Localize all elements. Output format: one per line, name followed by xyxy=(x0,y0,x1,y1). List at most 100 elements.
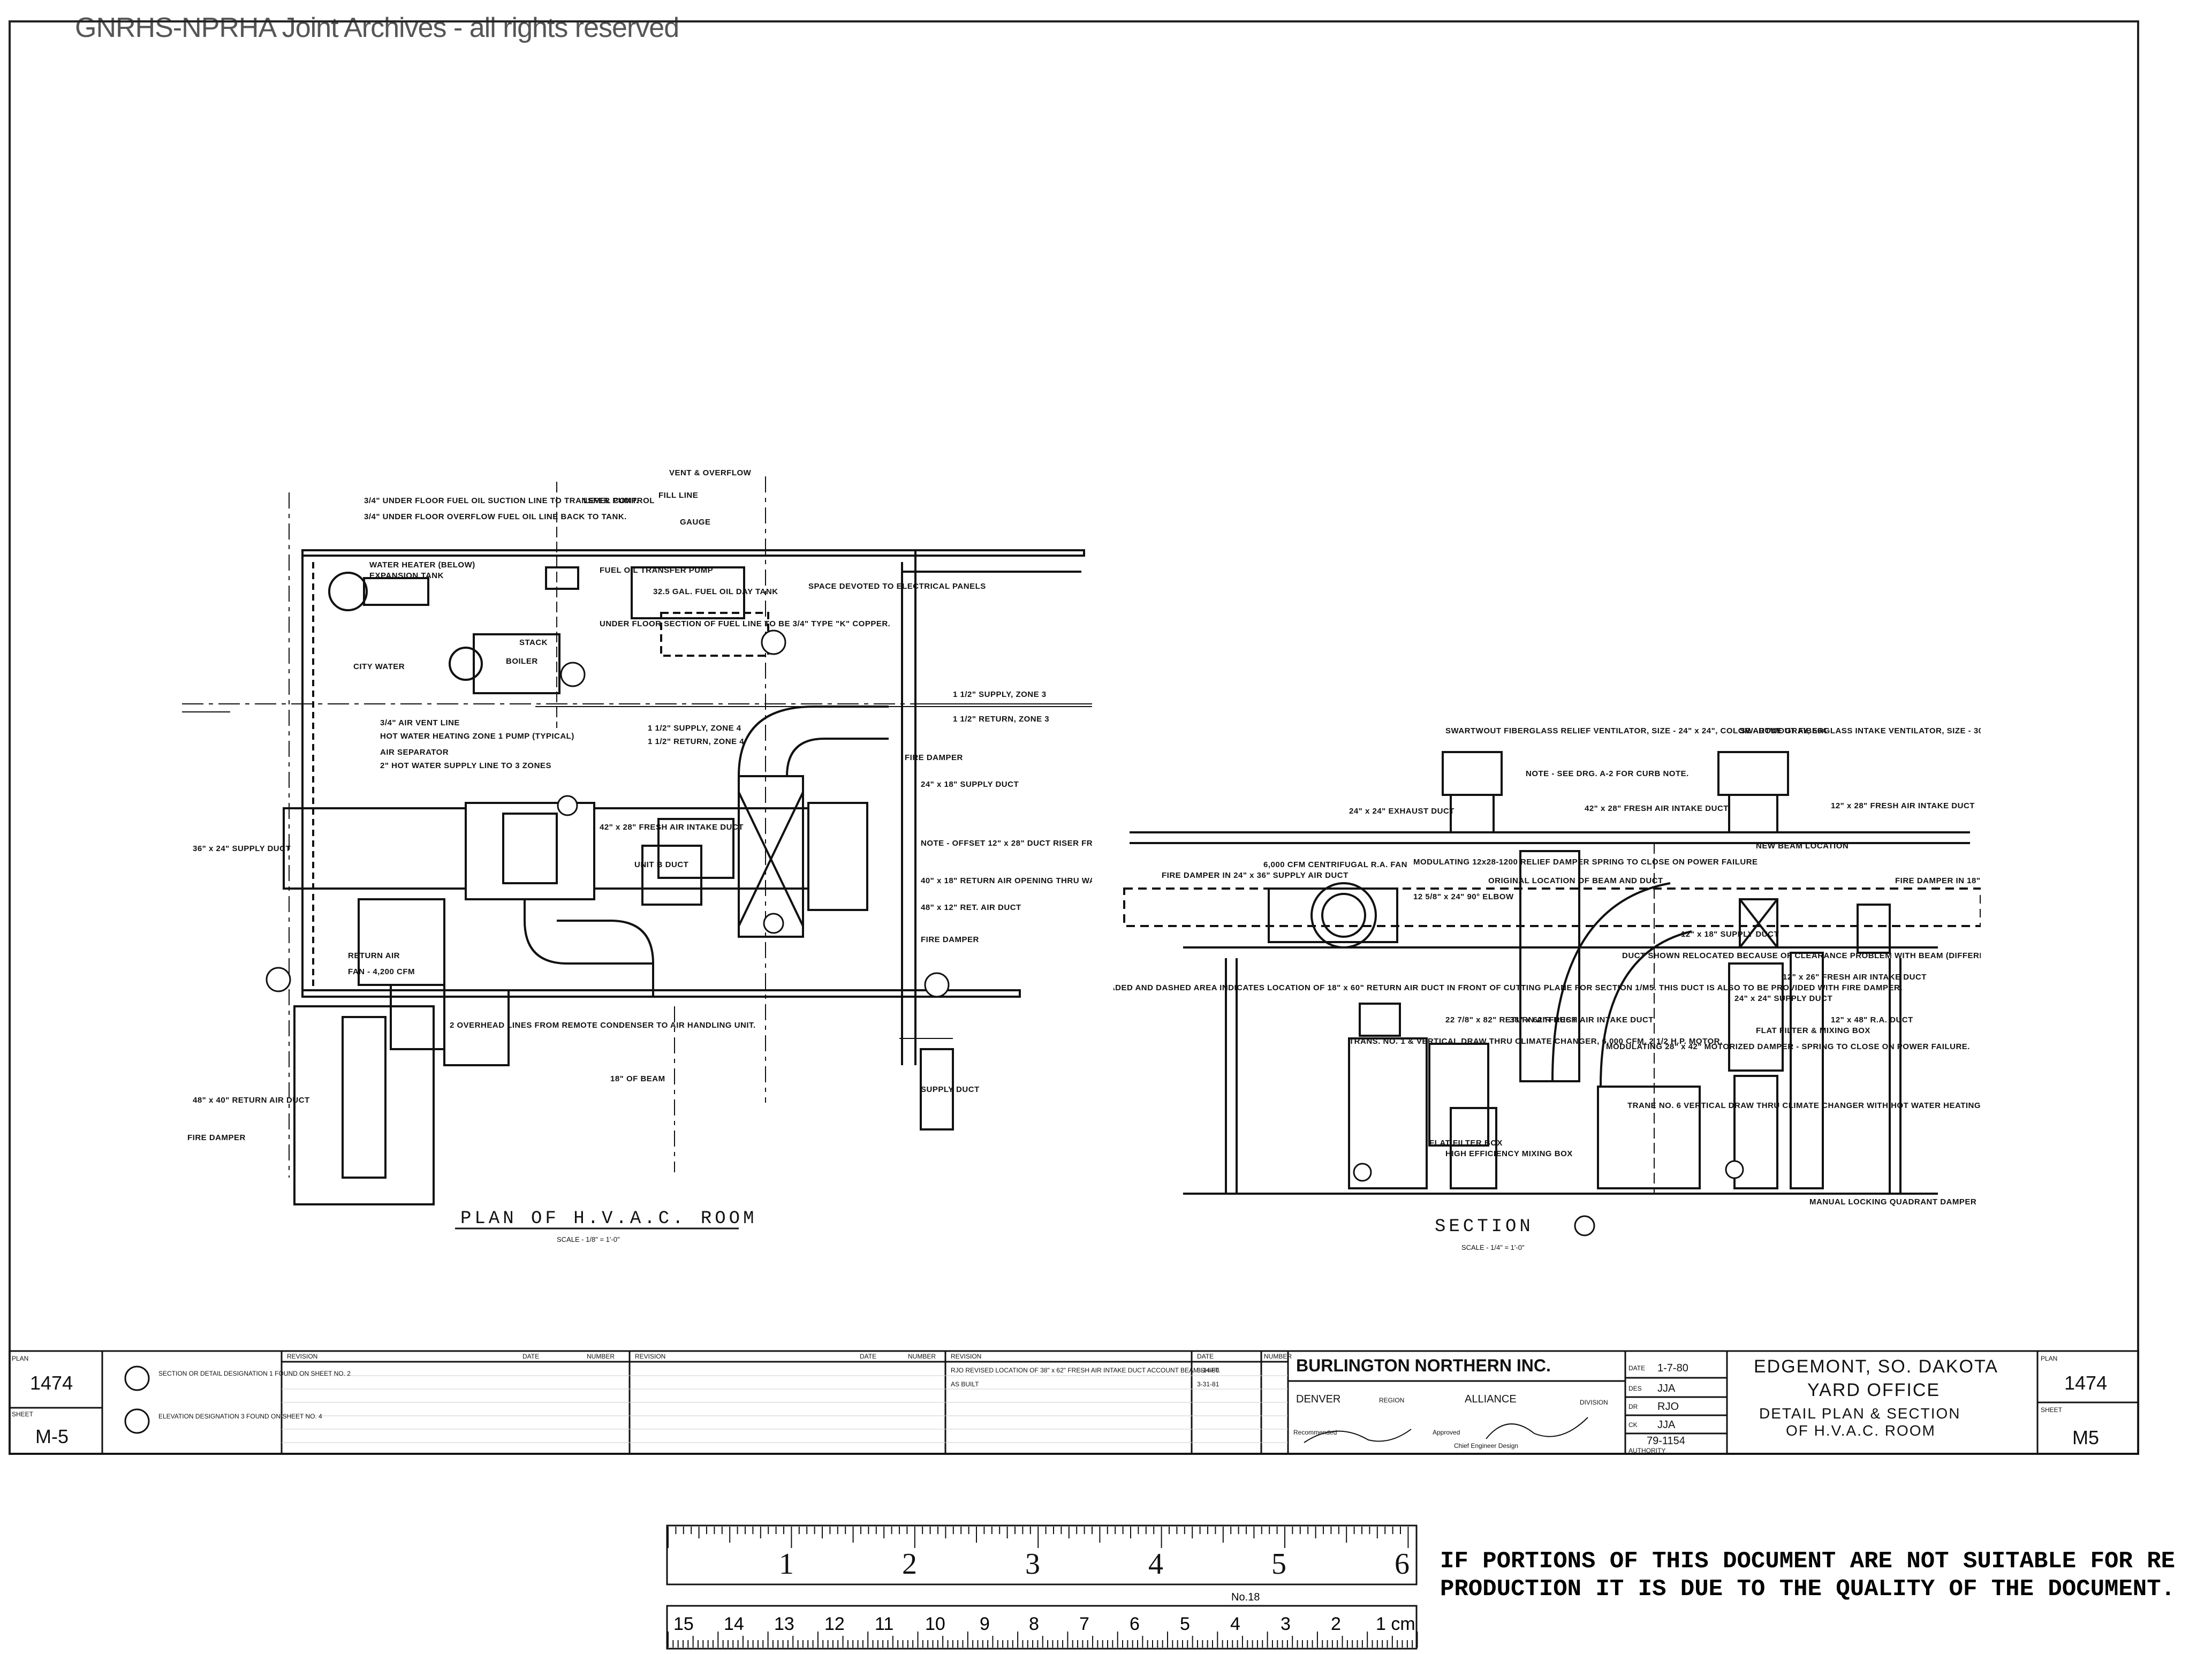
inch-mark: 2 xyxy=(902,1547,917,1581)
plan-scale: SCALE - 1/8" = 1'-0" xyxy=(557,1235,620,1243)
authority-label: AUTHORITY xyxy=(1628,1447,1665,1454)
date-header: DATE xyxy=(522,1353,539,1360)
drawing-date: 1-7-80 xyxy=(1657,1362,1688,1374)
cm-mark: 2 xyxy=(1331,1614,1341,1634)
section-note: 24" x 24" EXHAUST DUCT xyxy=(1349,807,1455,816)
drafter: RJO xyxy=(1657,1401,1679,1413)
climate-changer-b xyxy=(1728,962,1784,1072)
plan-label: PLAN xyxy=(12,1355,28,1362)
plan-note: NOTE - OFFSET 12" x 28" DUCT RISER FROM … xyxy=(921,839,1092,848)
plan-note: 32.5 GAL. FUEL OIL DAY TANK xyxy=(653,587,778,596)
description-line-2: OF H.V.A.C. ROOM xyxy=(1786,1422,1936,1439)
section-note: TRANS. NO. 1 & VERTICAL DRAW THRU CLIMAT… xyxy=(1349,1037,1723,1046)
plan-note: 24" x 18" SUPPLY DUCT xyxy=(921,780,1019,789)
section-note: FLAT FILTER & MIXING BOX xyxy=(1756,1026,1870,1035)
hvac-plan-drawing: 3/4" UNDER FLOOR FUEL OIL SUCTION LINE T… xyxy=(182,468,1092,1243)
plan-note: 3/4" AIR VENT LINE xyxy=(380,718,460,727)
company-name: BURLINGTON NORTHERN INC. xyxy=(1296,1356,1551,1375)
cm-mark: 8 xyxy=(1029,1614,1039,1634)
section-note: SWARTWOUT FIBERGLASS RELIEF VENTILATOR, … xyxy=(1445,726,1827,735)
plan-note: RETURN AIR xyxy=(348,951,400,960)
plan-note: CITY WATER xyxy=(353,662,405,671)
drafter-label: DR xyxy=(1628,1403,1638,1410)
section-note: MODULATING 12x28-1200 RELIEF DAMPER SPRI… xyxy=(1413,858,1758,867)
section-note: FLAT FILTER BOX xyxy=(1429,1139,1503,1148)
date-header: DATE xyxy=(1197,1353,1214,1360)
section-note: SWARTWOUT FIBERGLASS INTAKE VENTILATOR, … xyxy=(1740,726,1981,735)
section-note: FIRE DAMPER IN 24" x 36" SUPPLY AIR DUCT xyxy=(1162,871,1349,880)
mixing-box xyxy=(1450,1107,1497,1189)
designer: JJA xyxy=(1657,1383,1676,1394)
plan-note: 3/4" UNDER FLOOR OVERFLOW FUEL OIL LINE … xyxy=(364,512,627,521)
plan-note: 48" x 12" RET. AIR DUCT xyxy=(921,903,1021,912)
plan-note: BOILER xyxy=(506,657,538,666)
intake-ventilator xyxy=(1717,751,1789,796)
section-title: SECTION xyxy=(1435,1217,1534,1237)
ruler-maker: No.18 xyxy=(1231,1591,1260,1603)
relief-ventilator xyxy=(1442,751,1503,796)
plan-note: AIR SEPARATOR xyxy=(380,748,449,757)
plan-note: LEVEL CONTROL xyxy=(584,496,655,505)
chief-engineer: Chief Engineer Design xyxy=(1454,1442,1518,1450)
air-handling-unit-b xyxy=(738,775,804,938)
inch-mark: 4 xyxy=(1148,1547,1163,1581)
sheet-number: M-5 xyxy=(35,1425,69,1447)
day-tank-symbol xyxy=(631,566,745,619)
plan-note: 18" OF BEAM xyxy=(610,1074,665,1083)
plan-note: GAUGE xyxy=(680,518,711,527)
sheet-label: SHEET xyxy=(2041,1406,2063,1414)
reproduction-notice: IF PORTIONS OF THIS DOCUMENT ARE NOT SUI… xyxy=(1440,1548,2179,1603)
date-header: DATE xyxy=(860,1353,876,1360)
section-note: 12 5/8" x 24" 90° ELBOW xyxy=(1413,892,1514,901)
inch-mark: 3 xyxy=(1025,1547,1040,1581)
plan-note: UNIT B DUCT xyxy=(634,860,688,869)
checker-label: CK xyxy=(1628,1421,1638,1429)
cm-mark: 12 xyxy=(824,1614,845,1634)
section-note: MANUAL LOCKING QUADRANT DAMPER xyxy=(1809,1197,1976,1207)
climate-changer-a xyxy=(1348,1037,1428,1189)
plan-note: 40" x 18" RETURN AIR OPENING THRU WALL W… xyxy=(921,876,1092,885)
sheet-number: M5 xyxy=(2072,1427,2099,1448)
cm-mark: 3 xyxy=(1281,1614,1291,1634)
hvac-section-drawing: SWARTWOUT FIBERGLASS RELIEF VENTILATOR, … xyxy=(1113,726,1981,1251)
revision-2-date: 3-31-81 xyxy=(1197,1380,1219,1388)
cm-mark: 9 xyxy=(980,1614,990,1634)
number-header: NUMBER xyxy=(1264,1353,1292,1360)
signature-approved xyxy=(1486,1417,1588,1439)
date-label: DATE xyxy=(1628,1364,1645,1372)
plan-note: FIRE DAMPER xyxy=(187,1133,246,1142)
plan-note: 48" x 40" RETURN AIR DUCT xyxy=(193,1096,310,1105)
plan-title: PLAN OF H.V.A.C. ROOM xyxy=(460,1209,757,1229)
plan-number: 1474 xyxy=(30,1372,73,1394)
inch-mark: 1 xyxy=(779,1547,794,1581)
section-note: TRANE NO. 6 VERTICAL DRAW THRU CLIMATE C… xyxy=(1627,1101,1981,1110)
section-note: HIGH EFFICIENCY MIXING BOX xyxy=(1445,1149,1573,1158)
division-label: DIVISION xyxy=(1580,1399,1608,1406)
section-note: NOTE - SEE DRG. A-2 FOR CURB NOTE. xyxy=(1526,769,1689,778)
section-note: SHADED AND DASHED AREA INDICATES LOCATIO… xyxy=(1113,983,1903,992)
cm-mark: 14 xyxy=(724,1614,744,1634)
location: EDGEMONT, SO. DAKOTA xyxy=(1754,1356,1998,1377)
plan-note: STACK xyxy=(519,638,548,647)
section-note: 42" x 28" FRESH AIR INTAKE DUCT xyxy=(1585,804,1729,813)
plan-note: WATER HEATER (BELOW) xyxy=(369,560,475,570)
measurement-ruler: 1 2 3 4 5 6 No.18 15 14 13 12 11 10 9 8 … xyxy=(666,1524,1418,1650)
inch-mark: 6 xyxy=(1395,1547,1410,1581)
cm-mark: 11 xyxy=(875,1614,893,1634)
plan-note: FIRE DAMPER xyxy=(905,753,963,762)
revision-1-date: 3-14-80 xyxy=(1197,1367,1219,1374)
section-note: 22 7/8" x 82" RETURN AIR DUCT xyxy=(1445,1015,1577,1025)
cm-mark: 5 xyxy=(1180,1614,1190,1634)
section-note: DUCT SHOWN RELOCATED BECAUSE OF CLEARANC… xyxy=(1622,951,1981,960)
legend-elevation: ELEVATION DESIGNATION 3 FOUND ON SHEET N… xyxy=(158,1413,322,1420)
plan-note: 2" HOT WATER SUPPLY LINE TO 3 ZONES xyxy=(380,761,551,770)
description-line-1: DETAIL PLAN & SECTION xyxy=(1759,1405,1961,1422)
plan-note: 3/4" UNDER FLOOR FUEL OIL SUCTION LINE T… xyxy=(364,496,638,505)
approved-label: Approved xyxy=(1433,1429,1460,1436)
plan-note: SPACE DEVOTED TO ELECTRICAL PANELS xyxy=(808,582,986,591)
section-note: NEW BEAM LOCATION xyxy=(1756,841,1849,851)
cm-mark: 4 xyxy=(1230,1614,1240,1634)
section-note: FIRE DAMPER IN 18" x 48" R.A. OPENING xyxy=(1895,876,1981,885)
recommended-label: Recommended xyxy=(1293,1429,1337,1436)
plan-note: 1 1/2" RETURN, ZONE 4 xyxy=(648,737,744,746)
